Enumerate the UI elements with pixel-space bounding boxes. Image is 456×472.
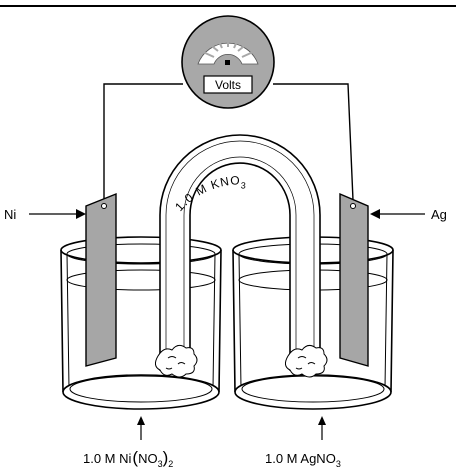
beaker-left-wall bbox=[60, 249, 222, 393]
voltmeter-label: Volts bbox=[215, 78, 241, 92]
label-solution-left-prefix: 1.0 M Ni bbox=[83, 451, 132, 466]
voltmeter: Volts bbox=[181, 15, 275, 109]
electrode-silver-terminal bbox=[350, 203, 356, 209]
beaker-left bbox=[60, 236, 222, 410]
beaker-right-bottom bbox=[234, 374, 392, 410]
beaker-left-bottom bbox=[62, 374, 220, 410]
arrow-solution-right bbox=[318, 416, 326, 440]
voltmeter-needle-pivot bbox=[225, 60, 230, 65]
beaker-left-rim bbox=[60, 236, 222, 264]
salt-bridge-label-sub: 3 bbox=[241, 180, 247, 190]
electrode-nickel-plate bbox=[85, 192, 117, 367]
arrow-nickel bbox=[29, 209, 86, 219]
external-wire bbox=[103, 83, 354, 201]
beaker-right-inner-wall bbox=[238, 253, 388, 389]
label-solution-left: 1.0 M Ni(NO3)2 bbox=[83, 448, 173, 469]
label-solution-right: 1.0 M AgNO3 bbox=[265, 451, 341, 469]
arrow-solution-left bbox=[137, 416, 145, 440]
beaker-right bbox=[232, 236, 394, 410]
beaker-left-bottom-inner bbox=[69, 375, 213, 403]
electrode-silver bbox=[339, 192, 369, 367]
label-nickel: Ni bbox=[4, 207, 16, 222]
label-solution-right-sub: 3 bbox=[336, 459, 341, 469]
cotton-plug-left bbox=[154, 344, 198, 378]
label-silver: Ag bbox=[431, 207, 447, 222]
beaker-right-wall bbox=[232, 249, 394, 393]
label-solution-right-prefix: 1.0 M AgNO bbox=[265, 451, 336, 466]
voltmeter-label-box bbox=[203, 75, 253, 94]
salt-bridge-inner-line bbox=[165, 140, 315, 370]
beaker-left-inner-wall bbox=[66, 253, 216, 389]
cotton-plug-right bbox=[284, 344, 328, 378]
label-solution-left-inner: NO bbox=[138, 451, 158, 466]
electrode-nickel-terminal bbox=[101, 203, 107, 209]
label-solution-left-outer-sub: 2 bbox=[168, 459, 173, 469]
voltmeter-ticks bbox=[202, 35, 254, 58]
electrode-silver-plate bbox=[339, 192, 369, 367]
label-solution-left-inner-sub: 3 bbox=[158, 459, 163, 469]
electrode-nickel bbox=[85, 192, 117, 367]
arrow-silver bbox=[370, 209, 425, 219]
